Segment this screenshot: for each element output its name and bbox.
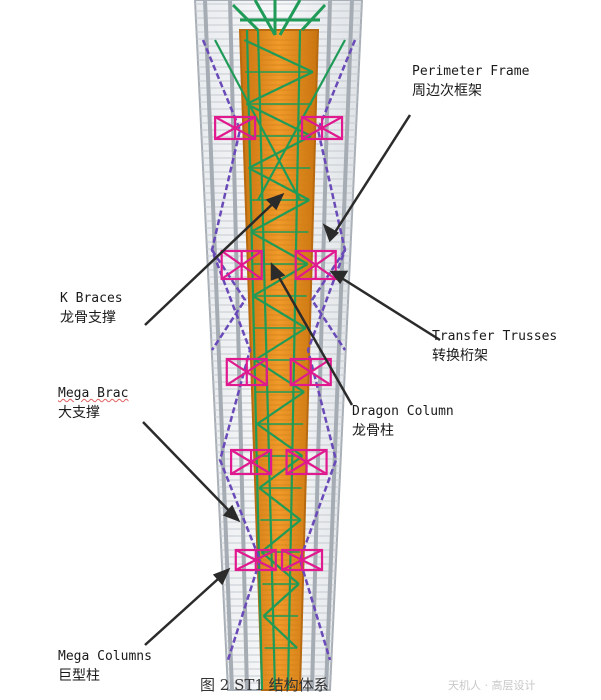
label-mega-brace: Mega Brac 大支撑 — [58, 387, 128, 421]
label-dragon-column: Dragon Column 龙骨柱 — [352, 405, 454, 439]
label-transfer-trusses-en: Transfer Trusses — [432, 330, 557, 345]
label-k-braces-zh: 龙骨支撑 — [60, 310, 123, 326]
label-perimeter-frame-zh: 周边次框架 — [412, 83, 529, 99]
label-dragon-column-en: Dragon Column — [352, 405, 454, 420]
figure-caption: 图 2 ST1 结构体系 — [200, 674, 329, 695]
label-mega-columns-en: Mega Columns — [58, 650, 152, 665]
label-k-braces-en: K Braces — [60, 292, 123, 307]
label-transfer-trusses-zh: 转换桁架 — [432, 348, 557, 364]
label-dragon-column-zh: 龙骨柱 — [352, 423, 454, 439]
label-perimeter-frame-en: Perimeter Frame — [412, 65, 529, 80]
label-transfer-trusses: Transfer Trusses 转换桁架 — [432, 330, 557, 364]
label-k-braces: K Braces 龙骨支撑 — [60, 292, 123, 326]
label-mega-brace-en: Mega Brac — [58, 387, 128, 402]
label-mega-brace-zh: 大支撑 — [58, 405, 128, 421]
label-mega-columns-zh: 巨型柱 — [58, 668, 152, 684]
label-mega-columns: Mega Columns 巨型柱 — [58, 650, 152, 684]
watermark: 天机人 · 高层设计 — [448, 677, 536, 693]
label-perimeter-frame: Perimeter Frame 周边次框架 — [412, 65, 529, 99]
